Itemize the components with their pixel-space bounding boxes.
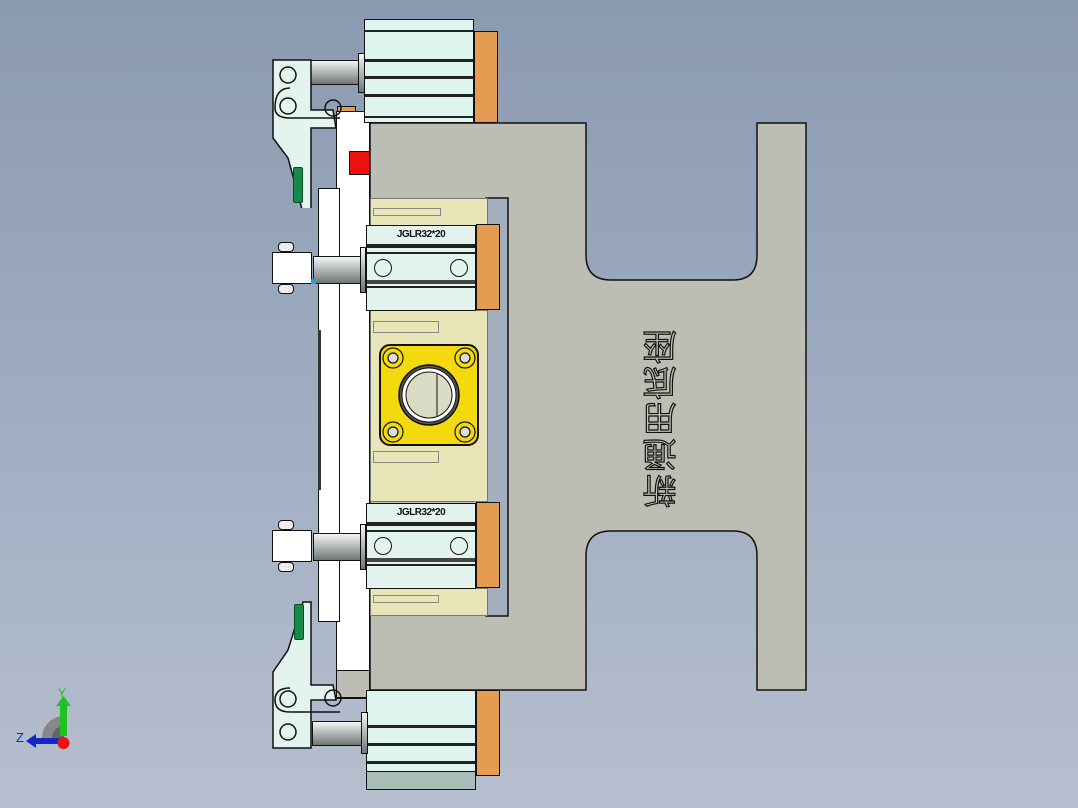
upper-cylinder-rod-flange [360, 247, 366, 293]
upper-clevis-pin-top [278, 242, 294, 252]
bottom-clamp-arm [272, 601, 342, 749]
top-cylinder-end-cap [474, 31, 498, 123]
top-clamp-cylinder [364, 19, 474, 123]
mounting-flange [379, 344, 479, 446]
lower-clevis-pin-top [278, 520, 294, 530]
upper-blue-seal [311, 279, 316, 284]
upper-guide-cylinder: JGLR32*20 [366, 225, 476, 311]
upper-clevis-pin-bottom [278, 284, 294, 294]
orange-spacer [337, 106, 356, 112]
lower-rod-clevis [272, 530, 312, 562]
lower-guide-cylinder: JGLR32*20 [366, 503, 476, 589]
lower-cylinder-end-cap [476, 502, 500, 588]
guide-block-upper [370, 198, 488, 230]
top-cylinder-rod-flange [358, 53, 365, 93]
lower-cylinder-label: JGLR32*20 [396, 507, 446, 518]
triad-y-label: Y [58, 686, 67, 700]
support-plate-shade-bottom [336, 670, 370, 698]
guide-block-lower [370, 588, 488, 616]
lower-clevis-pin-bottom [278, 562, 294, 572]
bottom-green-pad[interactable] [294, 604, 304, 640]
triad-z-label: Z [16, 730, 24, 745]
upper-rod-clevis [272, 252, 312, 284]
lower-cylinder-piston-rod [313, 533, 361, 561]
view-triad[interactable]: Y Z [14, 686, 74, 752]
red-locator-pin [349, 151, 370, 175]
vertical-support-plate [336, 111, 370, 699]
upper-cylinder-end-cap [476, 224, 500, 310]
bottom-clamp-cylinder [366, 690, 476, 790]
backing-plate-dark-edge [318, 330, 321, 490]
upper-cylinder-piston-rod [313, 256, 361, 284]
top-green-pad[interactable] [293, 167, 303, 203]
triad-axes-icon [26, 696, 71, 749]
base-plate-label: 新通用底座 [642, 327, 683, 508]
upper-cylinder-label: JGLR32*20 [396, 229, 446, 240]
bottom-cylinder-end-cap [476, 690, 500, 776]
bottom-cylinder-piston-rod [312, 721, 362, 746]
lower-cylinder-rod-flange [360, 524, 366, 570]
bottom-cylinder-rod-flange [361, 712, 368, 754]
top-clamp-arm [272, 59, 342, 208]
